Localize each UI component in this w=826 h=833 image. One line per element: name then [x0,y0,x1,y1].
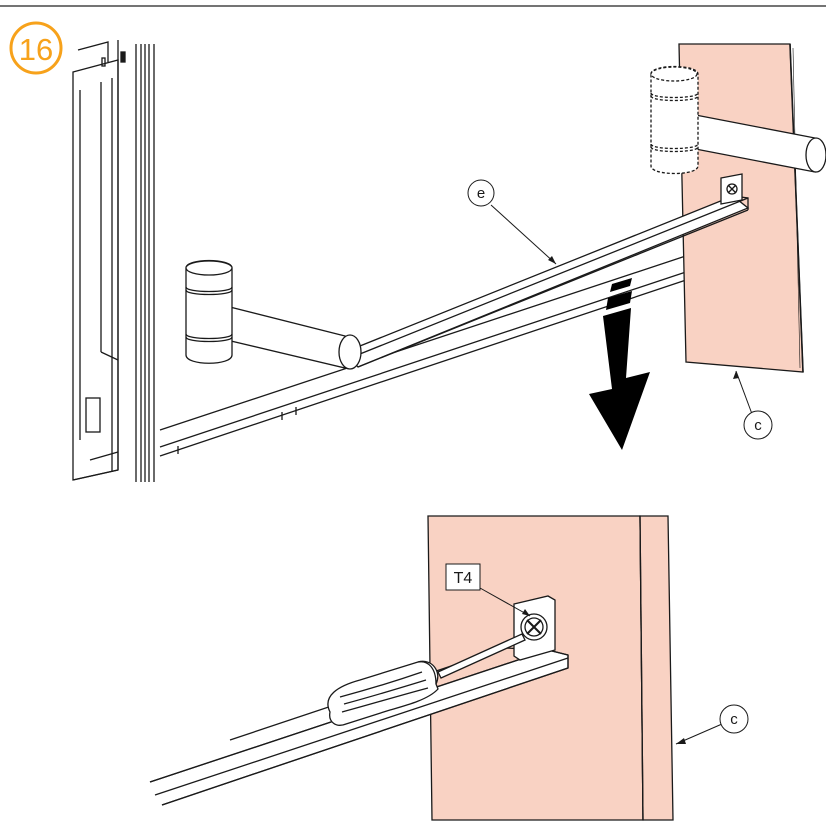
label-panel-top: c [754,417,762,434]
step-number: 16 [19,32,53,67]
screwdriver-icon [327,633,526,726]
cabinet-frame [72,40,155,482]
round-bar-right [650,65,826,175]
rail-bracket-top [720,173,743,205]
callout-rail: e [467,179,557,265]
tool-callout: T4 [445,563,531,617]
round-bar-left [185,259,362,370]
rail-bracket-bottom [513,595,556,661]
callout-panel-bottom: c [675,704,749,745]
tool-label: T4 [454,570,473,587]
shelf-ledge [159,237,741,457]
label-rail: e [477,185,485,202]
step-badge: 16 [9,21,63,75]
down-arrow-icon [589,278,650,450]
screw-icon [726,183,738,195]
label-panel-bottom: c [730,711,738,728]
top-scene [72,40,826,482]
bottom-detail [149,515,674,821]
callout-panel-top: c [733,370,773,440]
clothes-rail[interactable] [343,195,750,368]
